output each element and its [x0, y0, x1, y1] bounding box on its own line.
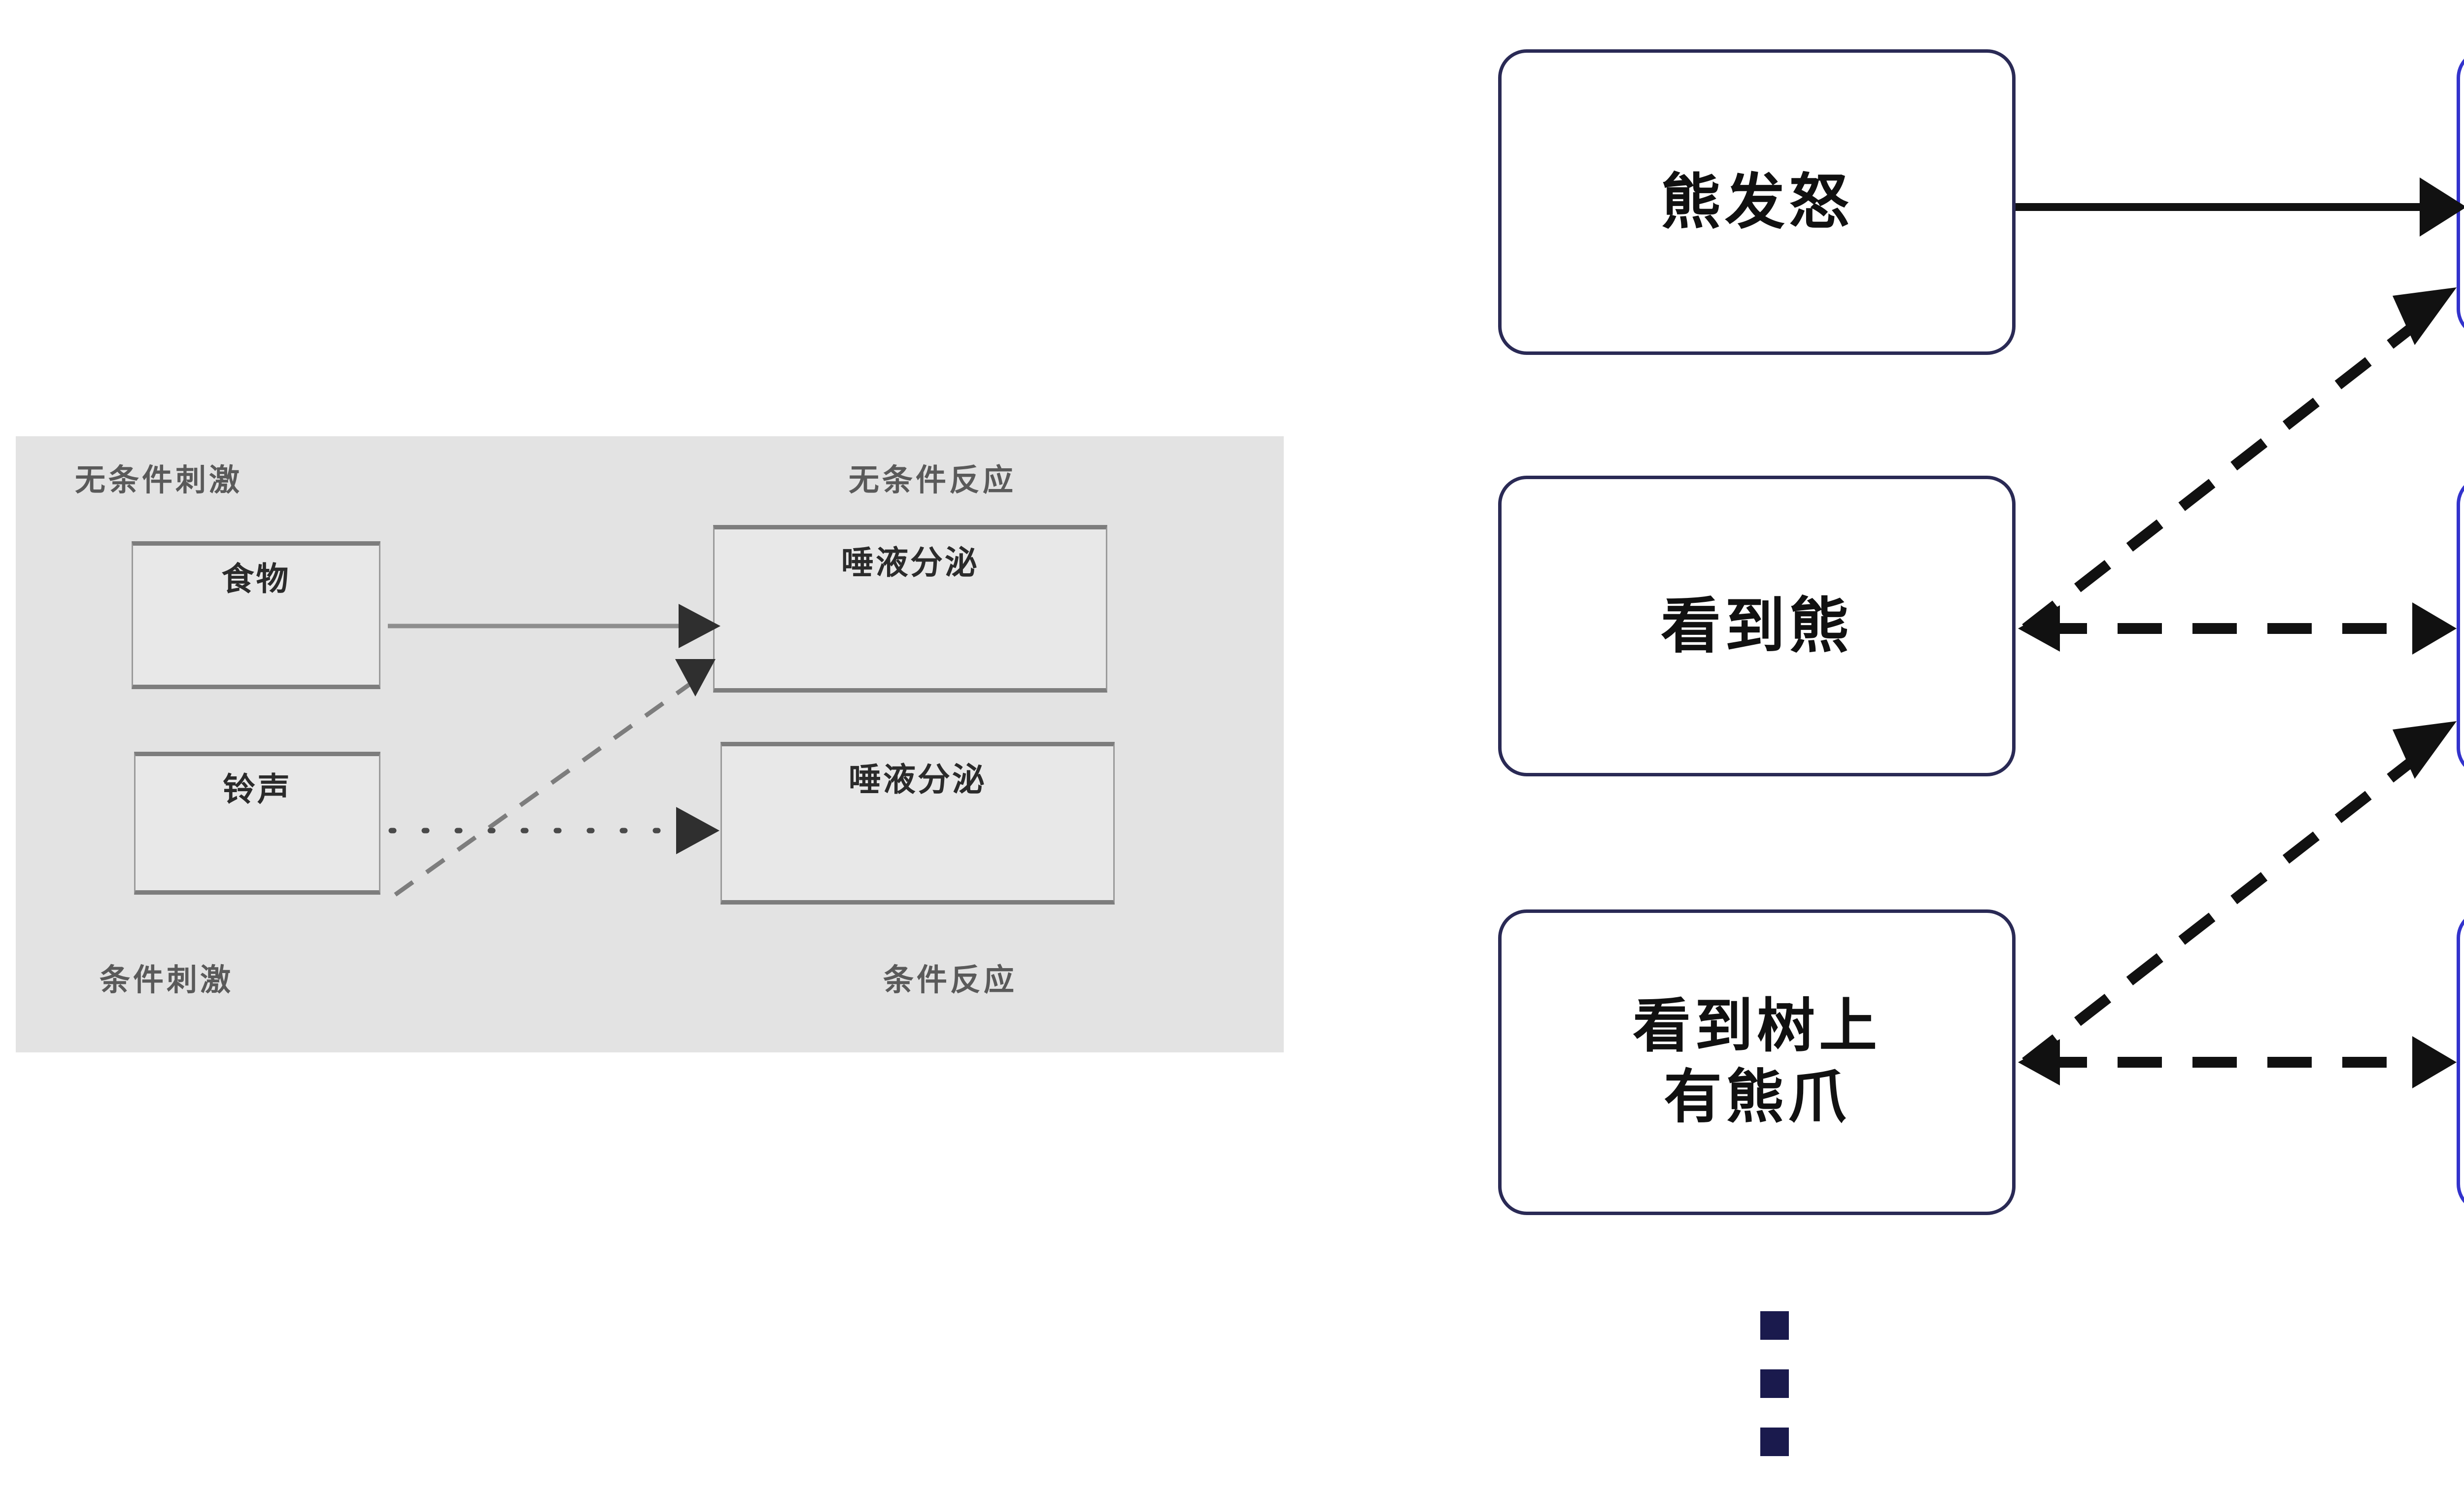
edge-see-bear-to-reward: [2022, 287, 2457, 633]
panel-box-bell: 铃声: [134, 752, 380, 895]
ellipsis-square: [1760, 1369, 1789, 1398]
ellipsis-left-column: [1760, 1311, 1789, 1456]
node-label-see-claw-line2: 有熊爪: [1663, 1065, 1850, 1130]
edge-see-claw-to-value-s: [2018, 1036, 2457, 1088]
node-label-see-bear: 看到熊: [1661, 592, 1853, 660]
node-see-bear-claw-on-tree[interactable]: 看到树上有熊爪: [1498, 909, 2016, 1215]
node-label-see-claw-line1: 看到树上: [1632, 994, 1881, 1059]
label-conditioned-response: 条件反应: [883, 963, 1018, 997]
edge-see-bear-to-value-s-prime: [2018, 602, 2457, 655]
panel-box-salivation-bottom: 唾液分泌: [720, 742, 1115, 905]
classical-conditioning-panel: 无条件刺激 无条件反应 条件刺激 条件反应 食物 铃声 唾液分泌 唾液分泌: [16, 436, 1284, 1052]
node-label-angry: 熊发怒: [1661, 168, 1853, 236]
node-see-bear[interactable]: 看到熊: [1498, 476, 2016, 776]
label-unconditioned-response: 无条件反应: [849, 463, 1017, 497]
edge-see-claw-to-value-s-prime: [2022, 721, 2457, 1067]
node-bear-gets-angry[interactable]: 熊发怒: [1498, 49, 2016, 355]
panel-arrow-layer: [388, 604, 720, 897]
label-unconditioned-stimulus: 无条件刺激: [75, 463, 243, 497]
arrow-bell-to-salivation-bottom: [388, 807, 719, 854]
ellipsis-square: [1760, 1311, 1789, 1340]
panel-box-salivation-top: 唾液分泌: [713, 525, 1107, 693]
node-label-see-claw: 看到树上有熊爪: [1633, 991, 1881, 1133]
arrow-food-to-salivation: [388, 604, 720, 648]
ellipsis-square: [1760, 1428, 1789, 1456]
arrow-bell-to-salivation-top: [394, 659, 716, 897]
edge-angry-to-reward: [2016, 177, 2464, 237]
label-conditioned-stimulus: 条件刺激: [100, 963, 234, 997]
panel-box-food: 食物: [132, 541, 380, 689]
